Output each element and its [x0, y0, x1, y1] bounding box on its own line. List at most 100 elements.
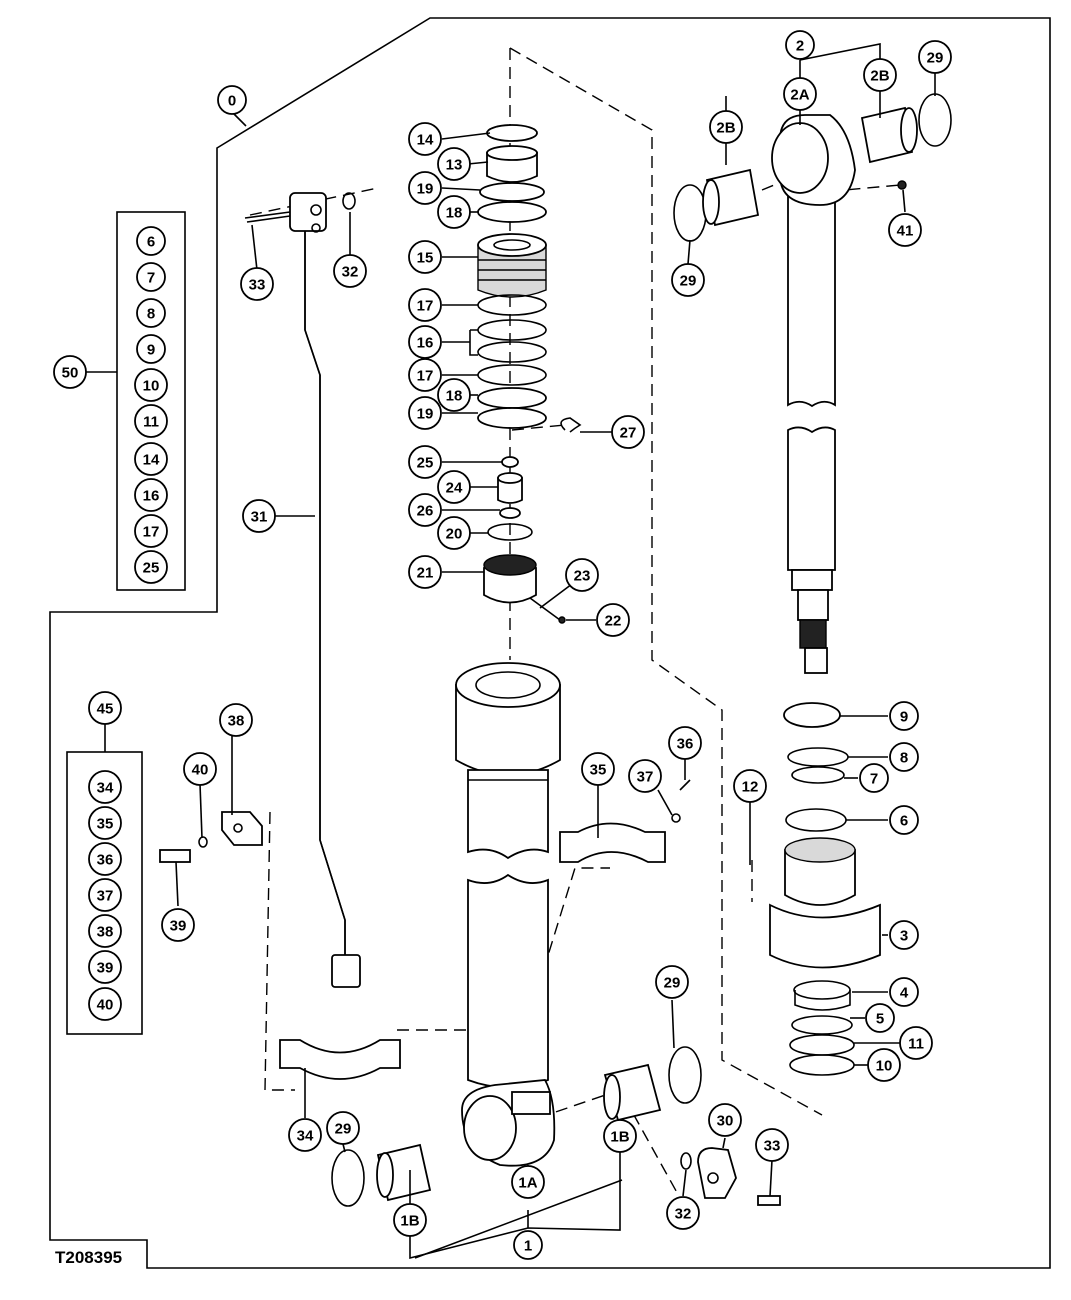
- piston-rod: [771, 114, 856, 674]
- callout-c19a: 19: [408, 171, 442, 205]
- callout-c5: 5: [865, 1003, 895, 1033]
- callout-circle: [565, 558, 599, 592]
- callout-number: 6: [900, 813, 908, 830]
- callout-c20: 20: [437, 516, 471, 550]
- callout-c39: 39: [161, 908, 195, 942]
- callout-k45_34: 34: [88, 770, 122, 804]
- callout-circle: [889, 742, 919, 772]
- callout-c19b: 19: [408, 396, 442, 430]
- callout-number: 7: [870, 771, 878, 788]
- callout-circle: [437, 378, 471, 412]
- callout-circle: [655, 965, 689, 999]
- callout-c27: 27: [611, 415, 645, 449]
- callout-c11: 11: [899, 1026, 933, 1060]
- callout-circle: [134, 478, 168, 512]
- callout-circle: [889, 920, 919, 950]
- callout-circle: [511, 1165, 545, 1199]
- callout-number: 34: [97, 780, 114, 797]
- callout-c2Bb: 2B: [863, 58, 897, 92]
- callout-c14: 14: [408, 122, 442, 156]
- callout-circle: [408, 445, 442, 479]
- callout-circle: [628, 759, 662, 793]
- callout-circle: [408, 122, 442, 156]
- callout-number: 16: [417, 335, 434, 352]
- callout-c9: 9: [889, 701, 919, 731]
- callout-number: 18: [446, 388, 463, 405]
- callout-number: 21: [417, 565, 434, 582]
- callout-circle: [134, 404, 168, 438]
- callout-c25: 25: [408, 445, 442, 479]
- callout-number: 0: [228, 93, 236, 110]
- callout-c0: 0: [217, 85, 247, 115]
- callout-number: 20: [446, 526, 463, 543]
- callout-c1B_b: 1B: [393, 1203, 427, 1237]
- callout-k50_17: 17: [134, 514, 168, 548]
- callout-number: 29: [680, 273, 697, 290]
- callout-circle: [134, 550, 168, 584]
- callout-c40: 40: [183, 752, 217, 786]
- callout-c29a: 29: [918, 40, 952, 74]
- callout-k50_10: 10: [134, 368, 168, 402]
- callout-k50_7: 7: [136, 262, 166, 292]
- callout-number: 26: [417, 503, 434, 520]
- callout-c37: 37: [628, 759, 662, 793]
- callout-number: 1: [524, 1238, 532, 1255]
- callout-circle: [899, 1026, 933, 1060]
- callout-number: 18: [446, 205, 463, 222]
- callout-circle: [889, 701, 919, 731]
- callout-number: 3: [900, 928, 908, 945]
- callout-layer: 0506789101114161725453435363738394033323…: [53, 30, 952, 1260]
- callout-circle: [408, 555, 442, 589]
- callout-number: 30: [717, 1113, 734, 1130]
- callout-circle: [53, 355, 87, 389]
- callout-circle: [219, 703, 253, 737]
- callout-number: 19: [417, 406, 434, 423]
- callout-number: 22: [605, 613, 622, 630]
- callout-number: 17: [143, 524, 160, 541]
- callout-c7: 7: [859, 763, 889, 793]
- callout-number: 29: [927, 50, 944, 67]
- callout-circle: [668, 726, 702, 760]
- callout-number: 10: [143, 378, 160, 395]
- callout-circle: [393, 1203, 427, 1237]
- callout-c31: 31: [242, 499, 276, 533]
- callout-c17a: 17: [408, 288, 442, 322]
- callout-number: 8: [147, 306, 155, 323]
- callout-number: 2A: [790, 87, 809, 104]
- callout-circle: [581, 752, 615, 786]
- callout-number: 6: [147, 234, 155, 251]
- callout-c32a: 32: [333, 254, 367, 288]
- callout-k45_40: 40: [88, 987, 122, 1021]
- callout-number: 19: [417, 181, 434, 198]
- callout-circle: [918, 40, 952, 74]
- callout-number: 8: [900, 750, 908, 767]
- callout-circle: [611, 415, 645, 449]
- callout-c34: 34: [288, 1118, 322, 1152]
- kit-boundary-outline: [49, 17, 1051, 1269]
- callout-c13: 13: [437, 147, 471, 181]
- callout-c2: 2: [785, 30, 815, 60]
- callout-c21: 21: [408, 555, 442, 589]
- callout-circle: [183, 752, 217, 786]
- callout-c6: 6: [889, 805, 919, 835]
- callout-number: 13: [446, 157, 463, 174]
- callout-k50_8: 8: [136, 298, 166, 328]
- callout-c3: 3: [889, 920, 919, 950]
- callout-number: 9: [900, 709, 908, 726]
- callout-number: 11: [908, 1036, 924, 1053]
- callout-c16: 16: [408, 325, 442, 359]
- callout-number: 12: [742, 779, 759, 796]
- callout-c15: 15: [408, 240, 442, 274]
- callout-c50: 50: [53, 355, 87, 389]
- callout-circle: [408, 358, 442, 392]
- callout-circle: [867, 1048, 901, 1082]
- callout-number: 45: [97, 701, 114, 718]
- callout-circle: [136, 262, 166, 292]
- callout-circle: [134, 514, 168, 548]
- callout-circle: [88, 878, 122, 912]
- callout-c45: 45: [88, 691, 122, 725]
- figure-id-label: T208395: [55, 1248, 122, 1267]
- callout-c24: 24: [437, 470, 471, 504]
- callout-circle: [408, 240, 442, 274]
- callout-number: 41: [897, 223, 914, 240]
